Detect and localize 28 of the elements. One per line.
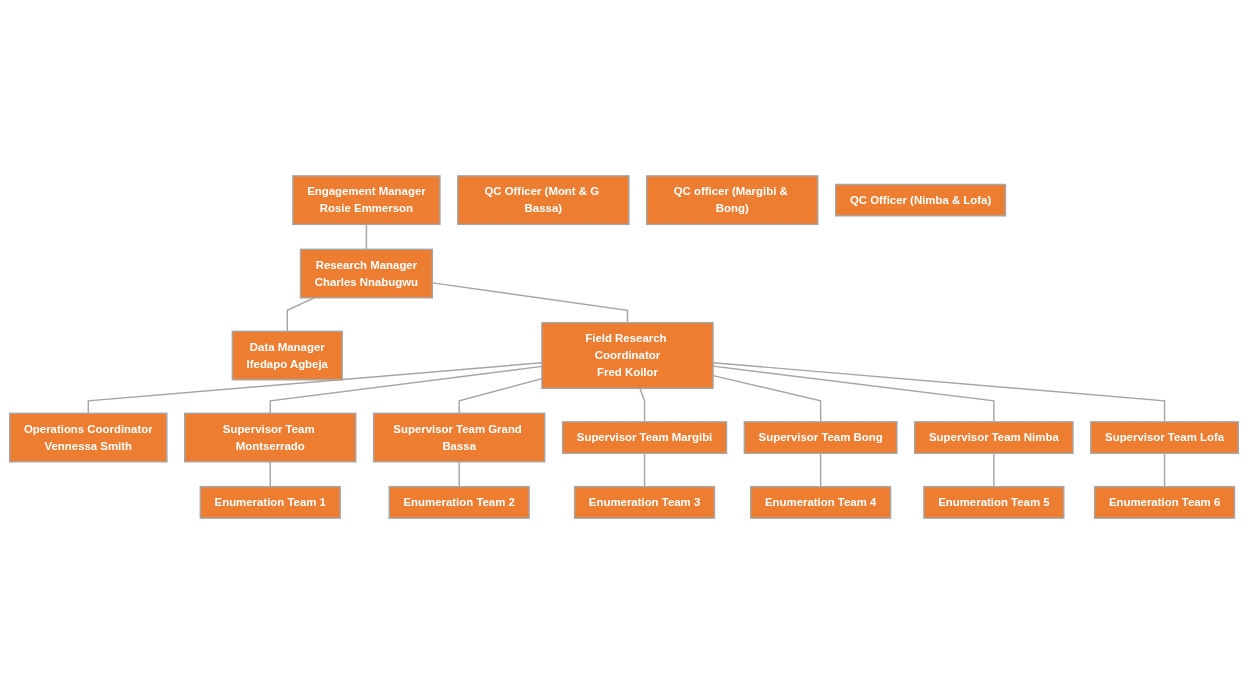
node-box: Field Research Coordinator Fred Koilor: [541, 322, 714, 390]
node-box: Enumeration Team 3: [573, 486, 716, 519]
node-box: Supervisor Team Montserrado: [184, 412, 357, 463]
connector: [365, 223, 368, 251]
connector: [643, 452, 646, 488]
node-box: Research Manager Charles Nnabugwu: [299, 248, 434, 299]
connector: [458, 461, 460, 488]
node-box: Data Manager Ifedapo Agbeja: [231, 330, 343, 381]
connector: [1163, 452, 1166, 488]
node-box: Supervisor Team Nimba: [914, 421, 1074, 454]
node-box: QC Officer (Mont & G Bassa): [457, 175, 630, 226]
connector: [819, 452, 822, 488]
node-box: Engagement Manager Rosie Emmerson: [292, 175, 441, 226]
node-box: QC Officer (Nimba & Lofa): [834, 183, 1007, 217]
connector: [993, 452, 995, 488]
connector: [639, 387, 646, 423]
node-box: Supervisor Team Lofa: [1090, 421, 1239, 454]
node-box: Enumeration Team 4: [749, 486, 892, 519]
node-box: Enumeration Team 5: [923, 486, 1065, 519]
node-box: Enumeration Team 6: [1093, 486, 1236, 519]
node-box: Supervisor Team Bong: [743, 421, 898, 454]
node-box: QC officer (Margibi & Bong): [646, 175, 819, 226]
node-box: Enumeration Team 1: [199, 486, 341, 519]
node-box: Operations Coordinator Vennessa Smith: [9, 412, 168, 463]
connector: [269, 461, 271, 488]
node-box: Enumeration Team 2: [388, 486, 530, 519]
node-box: Supervisor Team Grand Bassa: [372, 412, 546, 463]
node-box: Supervisor Team Margibi: [561, 421, 728, 454]
